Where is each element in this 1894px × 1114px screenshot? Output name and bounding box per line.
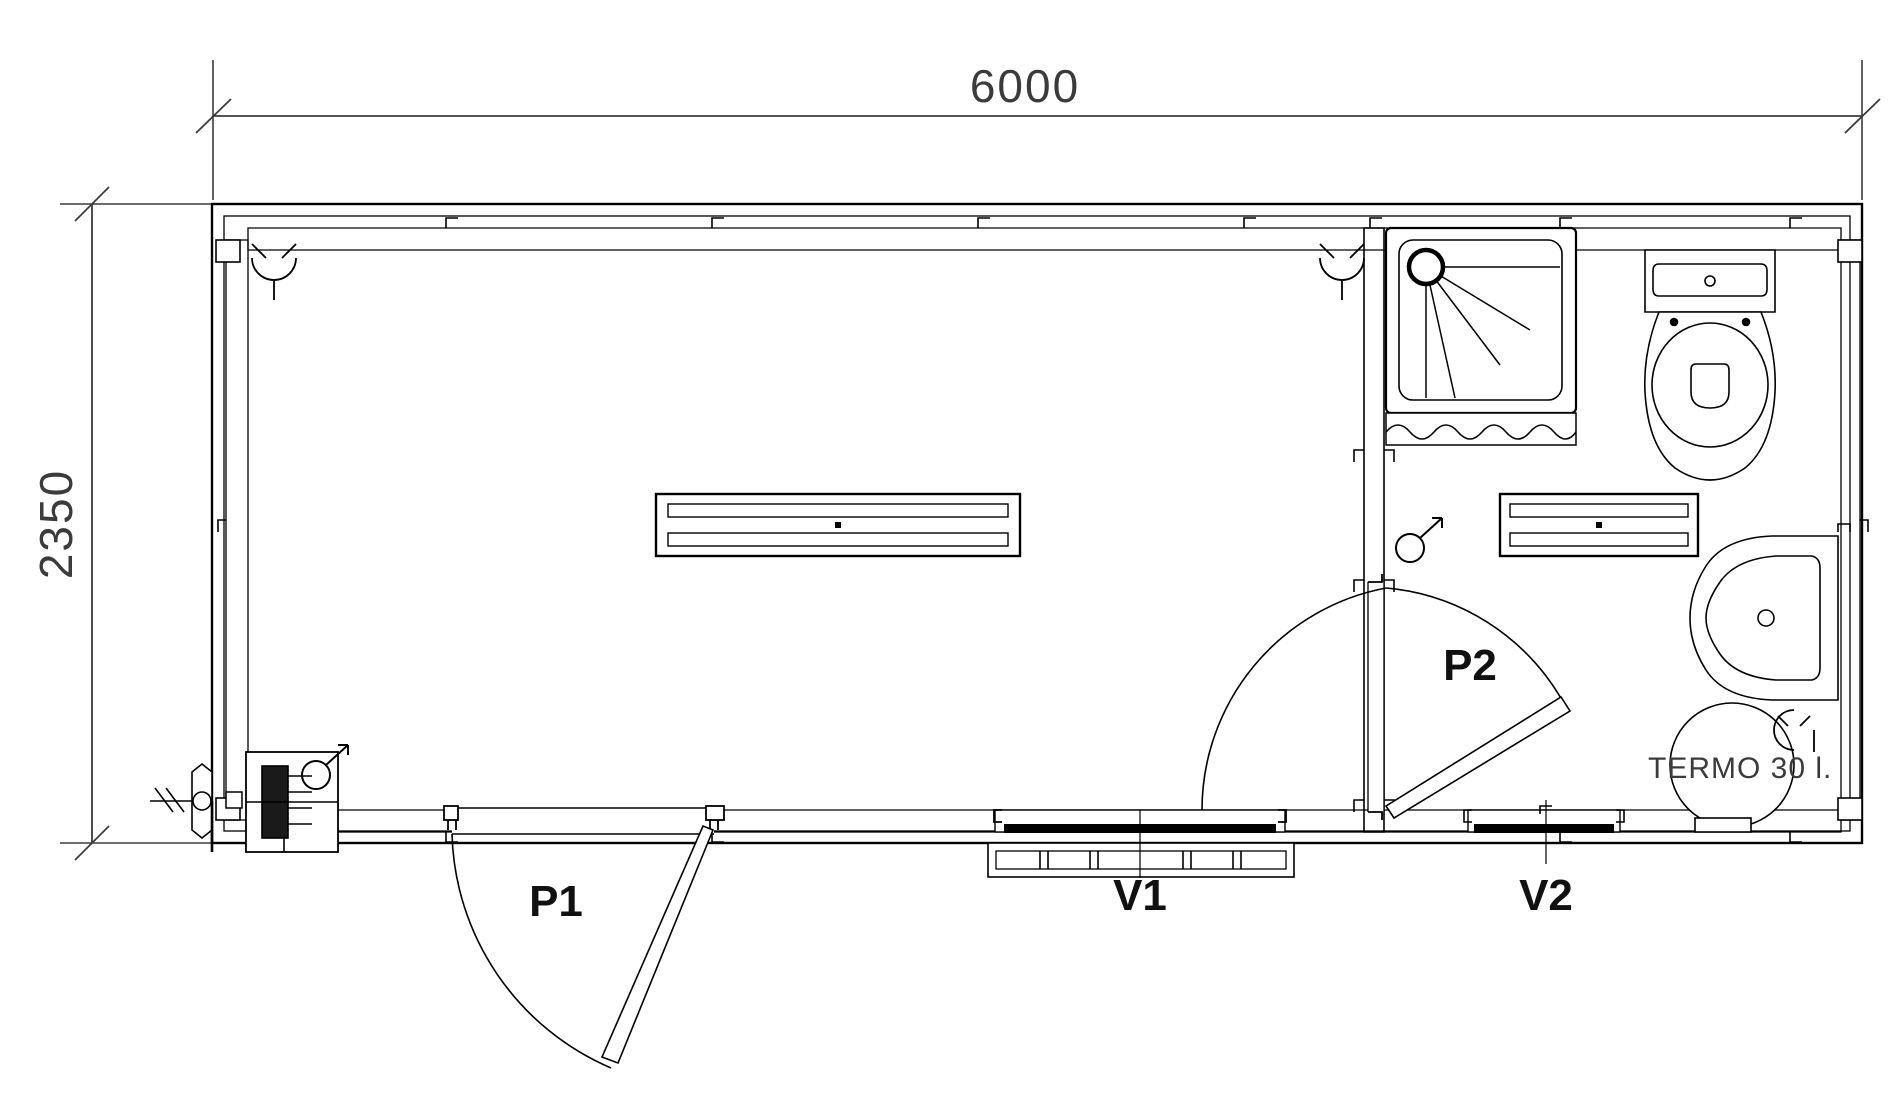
dimension-width: 6000 xyxy=(195,60,1881,200)
shower-drain-icon xyxy=(1406,247,1446,287)
distribution-board-rails xyxy=(288,775,312,825)
washbasin-tap xyxy=(1837,523,1851,532)
dimension-height-label: 2350 xyxy=(30,469,82,579)
window-v2-label: V2 xyxy=(1519,871,1573,920)
door-p2-jamb-marks xyxy=(1368,574,1383,820)
window-v1-mullions xyxy=(1039,851,1242,869)
mains-slash-1 xyxy=(154,787,174,813)
door-p2-label: P2 xyxy=(1443,641,1497,690)
door-p1-jambs xyxy=(443,805,725,830)
mains-junction-box xyxy=(225,791,243,809)
shower-slope-lines xyxy=(1425,266,1560,399)
ceiling-light-main-tube-2 xyxy=(667,532,1009,547)
window-v1-jambs xyxy=(993,809,1287,823)
door-p1-leaf xyxy=(600,824,715,1065)
window-v2-jambs xyxy=(1463,809,1625,823)
distribution-board xyxy=(150,751,339,853)
panel-joint-marks-south xyxy=(445,832,1802,843)
window-v1[interactable]: V1 xyxy=(987,809,1295,920)
window-v2[interactable]: V2 xyxy=(1463,800,1625,920)
door-p1-opening xyxy=(452,808,714,834)
water-heater: TERMO 30 l. xyxy=(1648,702,1832,833)
water-heater-label: TERMO 30 l. xyxy=(1648,752,1832,785)
ceiling-light-bath-centre xyxy=(1596,522,1602,528)
light-switch-main xyxy=(301,744,349,790)
ceiling-light-bath-tube-1 xyxy=(1509,503,1689,518)
water-heater-bracket xyxy=(1694,817,1752,833)
door-p2-opening xyxy=(1368,582,1384,812)
toilet-wc xyxy=(1643,249,1777,481)
shower-tray-inner xyxy=(1398,239,1563,401)
dimension-layer: 6000 2350 xyxy=(30,60,1881,861)
wc-bowl xyxy=(1690,363,1730,409)
dimension-height: 2350 xyxy=(30,186,230,861)
ceiling-light-bath-tube-2 xyxy=(1509,532,1689,547)
door-p1-swing-arc xyxy=(451,833,612,1069)
ceiling-light-main xyxy=(654,492,1022,558)
panel-joint-marks-north xyxy=(445,217,1802,228)
ceiling-light-bath xyxy=(1498,492,1700,558)
shower-curtain-icon xyxy=(1385,424,1577,440)
power-socket-se xyxy=(1773,709,1815,752)
window-v2-glazing xyxy=(1474,824,1614,833)
partition-wall xyxy=(1353,227,1395,833)
washbasin xyxy=(1689,523,1851,701)
shower-curtain-rail xyxy=(1385,412,1577,446)
ceiling-light-main-centre xyxy=(835,522,841,528)
window-v1-label: V1 xyxy=(1113,871,1167,920)
panel-joint-marks-west xyxy=(217,519,1869,532)
window-v2-opening-mark xyxy=(1539,805,1552,814)
washbasin-drain-icon xyxy=(1757,609,1775,627)
wc-bolt-right xyxy=(1741,317,1751,327)
door-p2-swing-arc-visible xyxy=(1385,587,1563,701)
door-p1-label: P1 xyxy=(529,877,583,926)
light-switch-bath xyxy=(1395,517,1443,563)
window-v1-shutter-inner xyxy=(995,850,1287,870)
power-socket-ne xyxy=(1319,243,1365,300)
mains-slash-2 xyxy=(165,787,185,813)
mains-isolator xyxy=(191,762,213,840)
door-p1[interactable]: P1 xyxy=(443,805,725,1069)
power-socket-nw xyxy=(251,243,297,300)
wc-flush-button xyxy=(1704,275,1716,287)
wc-bolt-left xyxy=(1669,317,1679,327)
ceiling-light-main-tube-1 xyxy=(667,503,1009,518)
shower-enclosure xyxy=(1384,226,1578,446)
door-p2-swing-arc xyxy=(1201,587,1387,811)
door-p2-leaf xyxy=(1384,695,1572,820)
door-p2[interactable]: P2 xyxy=(1201,574,1572,820)
dimension-width-label: 6000 xyxy=(970,60,1080,112)
